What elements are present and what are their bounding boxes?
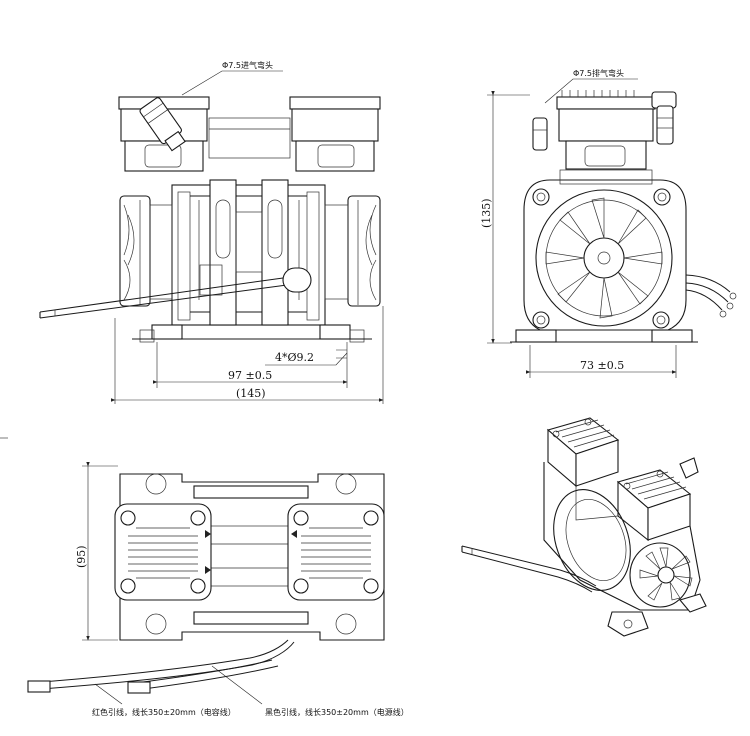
top-view-red-wire	[27, 639, 289, 684]
front-cable	[39, 277, 284, 313]
red-wire-end	[27, 680, 51, 693]
side-right-foot	[651, 329, 693, 343]
bottom-depth-label: (95)	[75, 545, 88, 568]
right-head	[291, 108, 379, 142]
intake-elbow-fitting	[139, 97, 186, 152]
hole-spec-label: 4*Ø9.2	[275, 351, 314, 364]
top-view: (95) 红色引线，线长350±20mm（电容线） 黑色引线，线长350±20m…	[27, 461, 409, 717]
left-fan	[119, 195, 173, 307]
right-fan	[324, 195, 381, 307]
front-view: 4*Ø9.2 97 ±0.5 (145) Φ7.5进气弯头	[39, 60, 384, 404]
total-width-label: (145)	[236, 387, 266, 400]
right-heatsink	[287, 503, 385, 601]
left-foot	[151, 324, 183, 340]
side-left-foot	[515, 329, 557, 343]
side-width-label: 73 ±0.5	[580, 359, 624, 372]
right-cylinder	[295, 140, 375, 172]
left-heatsink	[114, 503, 212, 601]
red-wire-leader	[94, 683, 123, 705]
black-wire-leader	[211, 665, 263, 705]
left-cylinder	[124, 140, 204, 172]
side-intake-nipple	[532, 117, 548, 151]
black-wire-label: 黑色引线，线长350±20mm（电源线）	[265, 707, 409, 717]
intake-elbow-label: Φ7.5进气弯头	[222, 60, 273, 70]
hole-spacing-label: 97 ±0.5	[228, 369, 272, 382]
red-wire-label: 红色引线，线长350±20mm（电容线）	[92, 707, 236, 717]
exhaust-elbow-label: Φ7.5排气弯头	[573, 68, 624, 78]
motor-housing	[523, 179, 687, 331]
intake-leader	[181, 70, 283, 96]
isometric-view	[461, 417, 707, 637]
iso-fan	[629, 542, 693, 608]
right-foot	[319, 324, 351, 340]
base-plate	[119, 473, 385, 641]
cable-grommet	[282, 267, 312, 293]
side-head-cap	[556, 96, 656, 110]
side-view: (135) 73 ±0.5 Φ7.5排气弯头	[480, 68, 737, 378]
iso-wire	[461, 545, 597, 587]
side-wires	[685, 274, 731, 293]
crankcase	[171, 184, 326, 326]
exhaust-elbow-fitting	[651, 91, 677, 145]
side-fan	[535, 189, 673, 327]
total-height-label: (135)	[480, 198, 493, 228]
black-wire-end	[127, 681, 151, 694]
exhaust-leader	[544, 78, 638, 104]
right-head-cap	[289, 96, 381, 110]
